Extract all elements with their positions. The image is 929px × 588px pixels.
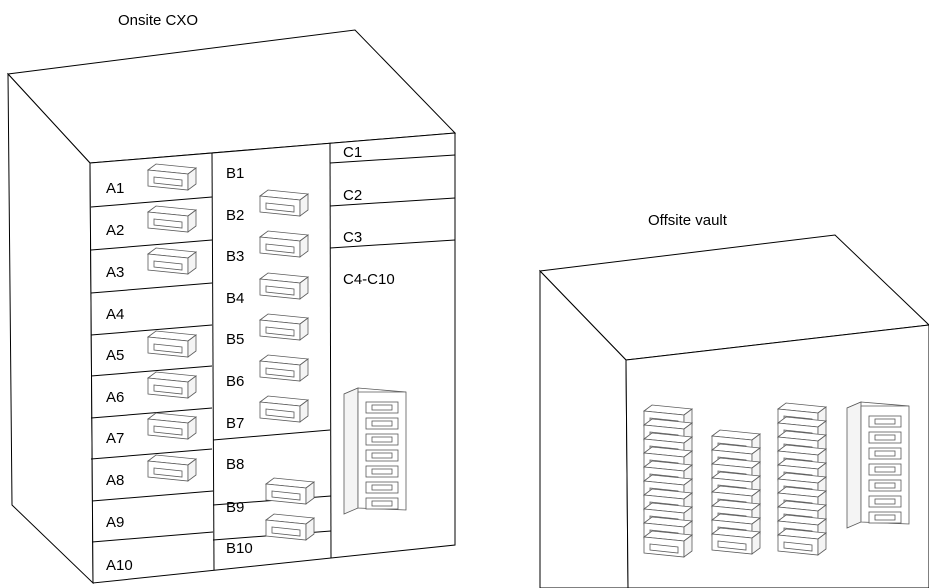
tape-cartridge-icon [147, 205, 197, 233]
slot-c2-label: C2 [343, 187, 362, 204]
slot-c4-c10-label: C4-C10 [343, 271, 395, 288]
slot-a7-label: A7 [106, 430, 124, 447]
slot-b10-label: B10 [226, 540, 253, 557]
slot-a1-label: A1 [106, 180, 124, 197]
tape-cartridge-icon [265, 513, 315, 541]
slot-b7-label: B7 [226, 415, 244, 432]
tape-magazine-icon [846, 401, 910, 529]
slot-a2-label: A2 [106, 222, 124, 239]
tape-cartridge-icon [147, 412, 197, 440]
onsite-title: Onsite CXO [118, 12, 198, 29]
slot-a3-label: A3 [106, 264, 124, 281]
tape-cartridge-icon [265, 477, 315, 505]
tape-cartridge-icon [643, 530, 693, 558]
tape-cartridge-icon [259, 313, 309, 341]
tape-cartridge-icon [147, 454, 197, 482]
tape-cartridge-icon [147, 330, 197, 358]
tape-cartridge-icon [711, 527, 761, 555]
slot-b1-label: B1 [226, 165, 244, 182]
cartridge-stack-1 [643, 404, 693, 558]
slot-c1-label: C1 [343, 144, 362, 161]
tape-cartridge-icon [147, 163, 197, 191]
cartridge-stack-3 [777, 402, 827, 556]
tape-cartridge-icon [259, 272, 309, 300]
cartridge-stack-2 [711, 429, 761, 555]
slot-a5-label: A5 [106, 347, 124, 364]
slot-a4-label: A4 [106, 306, 124, 323]
column-a: A1 A2 A3 A4 A5 A6 A7 A8 A9 A10 [106, 180, 133, 574]
column-b-cartridges [259, 189, 315, 541]
tape-cartridge-icon [259, 395, 309, 423]
slot-a10-label: A10 [106, 557, 133, 574]
tape-magazine-icon [343, 387, 407, 515]
slot-b6-label: B6 [226, 373, 244, 390]
tape-cartridge-icon [777, 528, 827, 556]
tape-cartridge-icon [147, 371, 197, 399]
tape-cartridge-icon [259, 230, 309, 258]
tape-cartridge-icon [259, 354, 309, 382]
slot-b5-label: B5 [226, 331, 244, 348]
offsite-vault-side [539, 269, 629, 588]
slot-c3-label: C3 [343, 229, 362, 246]
column-c: C1 C2 C3 C4-C10 [343, 144, 395, 288]
slot-b9-label: B9 [226, 499, 244, 516]
tape-cartridge-icon [259, 189, 309, 217]
column-b: B1 B2 B3 B4 B5 B6 B7 B8 B9 B10 [226, 165, 253, 557]
slot-a6-label: A6 [106, 389, 124, 406]
slot-a9-label: A9 [106, 514, 124, 531]
offsite-title: Offsite vault [648, 212, 728, 229]
slot-b3-label: B3 [226, 248, 244, 265]
tape-cartridge-icon [147, 247, 197, 275]
slot-b2-label: B2 [226, 207, 244, 224]
slot-b8-label: B8 [226, 456, 244, 473]
slot-b4-label: B4 [226, 290, 244, 307]
slot-a8-label: A8 [106, 472, 124, 489]
